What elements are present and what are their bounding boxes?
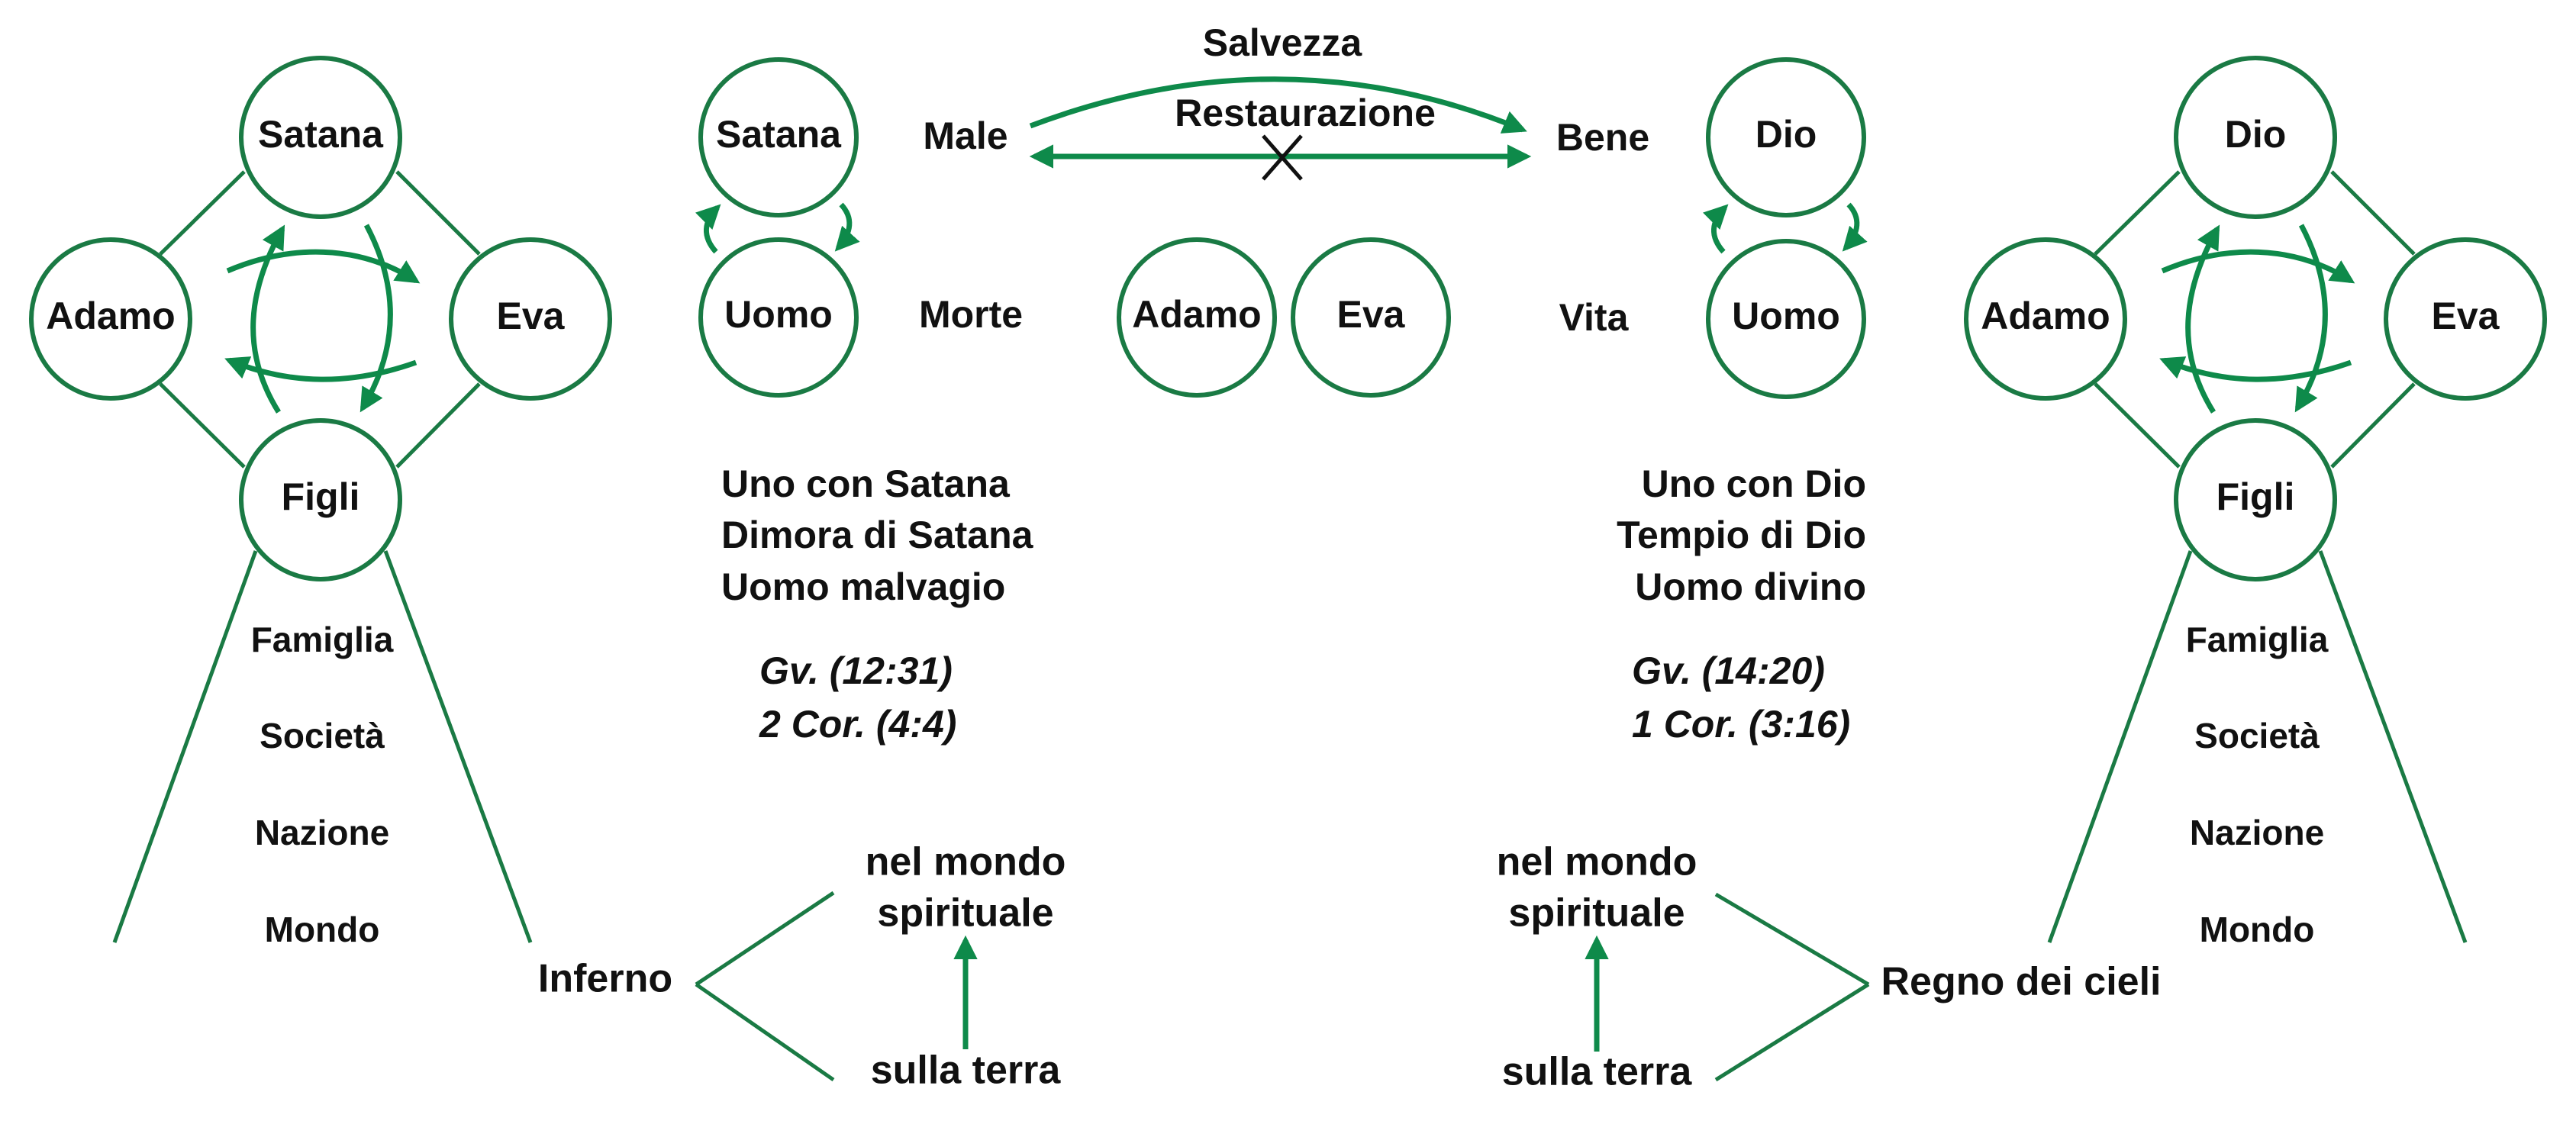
left-ref-1: Gv. (12:31) (759, 649, 953, 692)
right-dio-label: Dio (2225, 113, 2287, 156)
center-right-uomo-node (1706, 239, 1866, 399)
right-four-position-diagram: Dio Adamo Eva Figli Famiglia Società Naz… (1964, 56, 2547, 949)
regno-label: Regno dei cieli (1881, 960, 2162, 1004)
right-description: Uno con Dio Tempio di Dio Uomo divino Gv… (1617, 462, 1866, 746)
right-ref-2: 1 Cor. (3:16) (1632, 703, 1850, 746)
left-satana-node (239, 56, 402, 219)
left-desc-line-2: Dimora di Satana (721, 514, 1034, 556)
right-spiritual-line-2: spirituale (1508, 891, 1685, 936)
left-level-nazione: Nazione (255, 813, 389, 852)
right-eva-label: Eva (2432, 295, 2500, 337)
right-adamo-node (1964, 237, 2127, 401)
center-adamo-label: Adamo (1132, 293, 1261, 336)
right-desc-line-1: Uno con Dio (1642, 462, 1866, 505)
vita-label: Vita (1559, 296, 1630, 339)
center-eva-node (1291, 237, 1451, 398)
center-left-uomo-label: Uomo (724, 293, 833, 336)
left-satana-label: Satana (258, 113, 384, 156)
right-ref-1: Gv. (14:20) (1632, 649, 1825, 692)
left-four-position-diagram: Satana Adamo Eva Figli Famiglia Società … (29, 56, 612, 949)
morte-label: Morte (919, 293, 1023, 336)
right-dio-node (2174, 56, 2337, 219)
left-eva-label: Eva (497, 295, 566, 337)
inferno-label: Inferno (538, 957, 672, 1001)
left-eva-node (449, 237, 612, 401)
left-figli-node (239, 418, 402, 581)
bene-label: Bene (1556, 116, 1649, 159)
right-desc-line-2: Tempio di Dio (1617, 514, 1866, 556)
right-level-nazione: Nazione (2190, 813, 2324, 852)
left-description: Uno con Satana Dimora di Satana Uomo mal… (721, 462, 1034, 746)
center-satana-node (698, 57, 859, 217)
left-desc-line-1: Uno con Satana (721, 462, 1011, 505)
left-level-famiglia: Famiglia (251, 620, 394, 659)
center-adamo-node (1117, 237, 1277, 398)
right-figli-label: Figli (2217, 475, 2295, 518)
right-eva-node (2384, 237, 2547, 401)
bottom-right-heaven: Regno dei cieli nel mondo spirituale sul… (1497, 840, 2162, 1094)
left-ref-2: 2 Cor. (4:4) (759, 703, 956, 746)
center-eva-label: Eva (1337, 293, 1406, 336)
left-adamo-node (29, 237, 192, 401)
male-label: Male (923, 114, 1008, 157)
left-earth-label: sulla terra (871, 1049, 1062, 1093)
left-figli-label: Figli (282, 475, 360, 518)
right-level-mondo: Mondo (2200, 910, 2315, 949)
center-dio-label: Dio (1755, 113, 1817, 156)
left-adamo-label: Adamo (46, 295, 175, 337)
right-spiritual-line-1: nel mondo (1497, 840, 1697, 884)
left-level-societa: Società (260, 716, 385, 755)
center-dio-node (1706, 57, 1866, 217)
right-adamo-label: Adamo (1981, 295, 2110, 337)
center-relations: Satana Uomo Dio Uomo Adamo Eva Male Bene… (695, 21, 1868, 399)
right-desc-line-3: Uomo divino (1635, 565, 1866, 608)
right-level-famiglia: Famiglia (2186, 620, 2329, 659)
center-left-uomo-node (698, 237, 859, 398)
salvezza-label: Salvezza (1203, 21, 1363, 64)
right-level-societa: Società (2194, 716, 2320, 755)
right-earth-label: sulla terra (1502, 1050, 1693, 1094)
restaurazione-label: Restaurazione (1175, 92, 1436, 134)
center-satana-label: Satana (716, 113, 842, 156)
left-spiritual-line-1: nel mondo (866, 840, 1066, 884)
center-right-uomo-label: Uomo (1732, 295, 1840, 337)
left-level-mondo: Mondo (265, 910, 380, 949)
right-figli-node (2174, 418, 2337, 581)
left-desc-line-3: Uomo malvagio (721, 565, 1005, 608)
salvezza-arrow (1029, 76, 1527, 134)
bottom-left-inferno: Inferno nel mondo spirituale sulla terra (538, 840, 1066, 1093)
left-spiritual-line-2: spirituale (877, 891, 1053, 936)
